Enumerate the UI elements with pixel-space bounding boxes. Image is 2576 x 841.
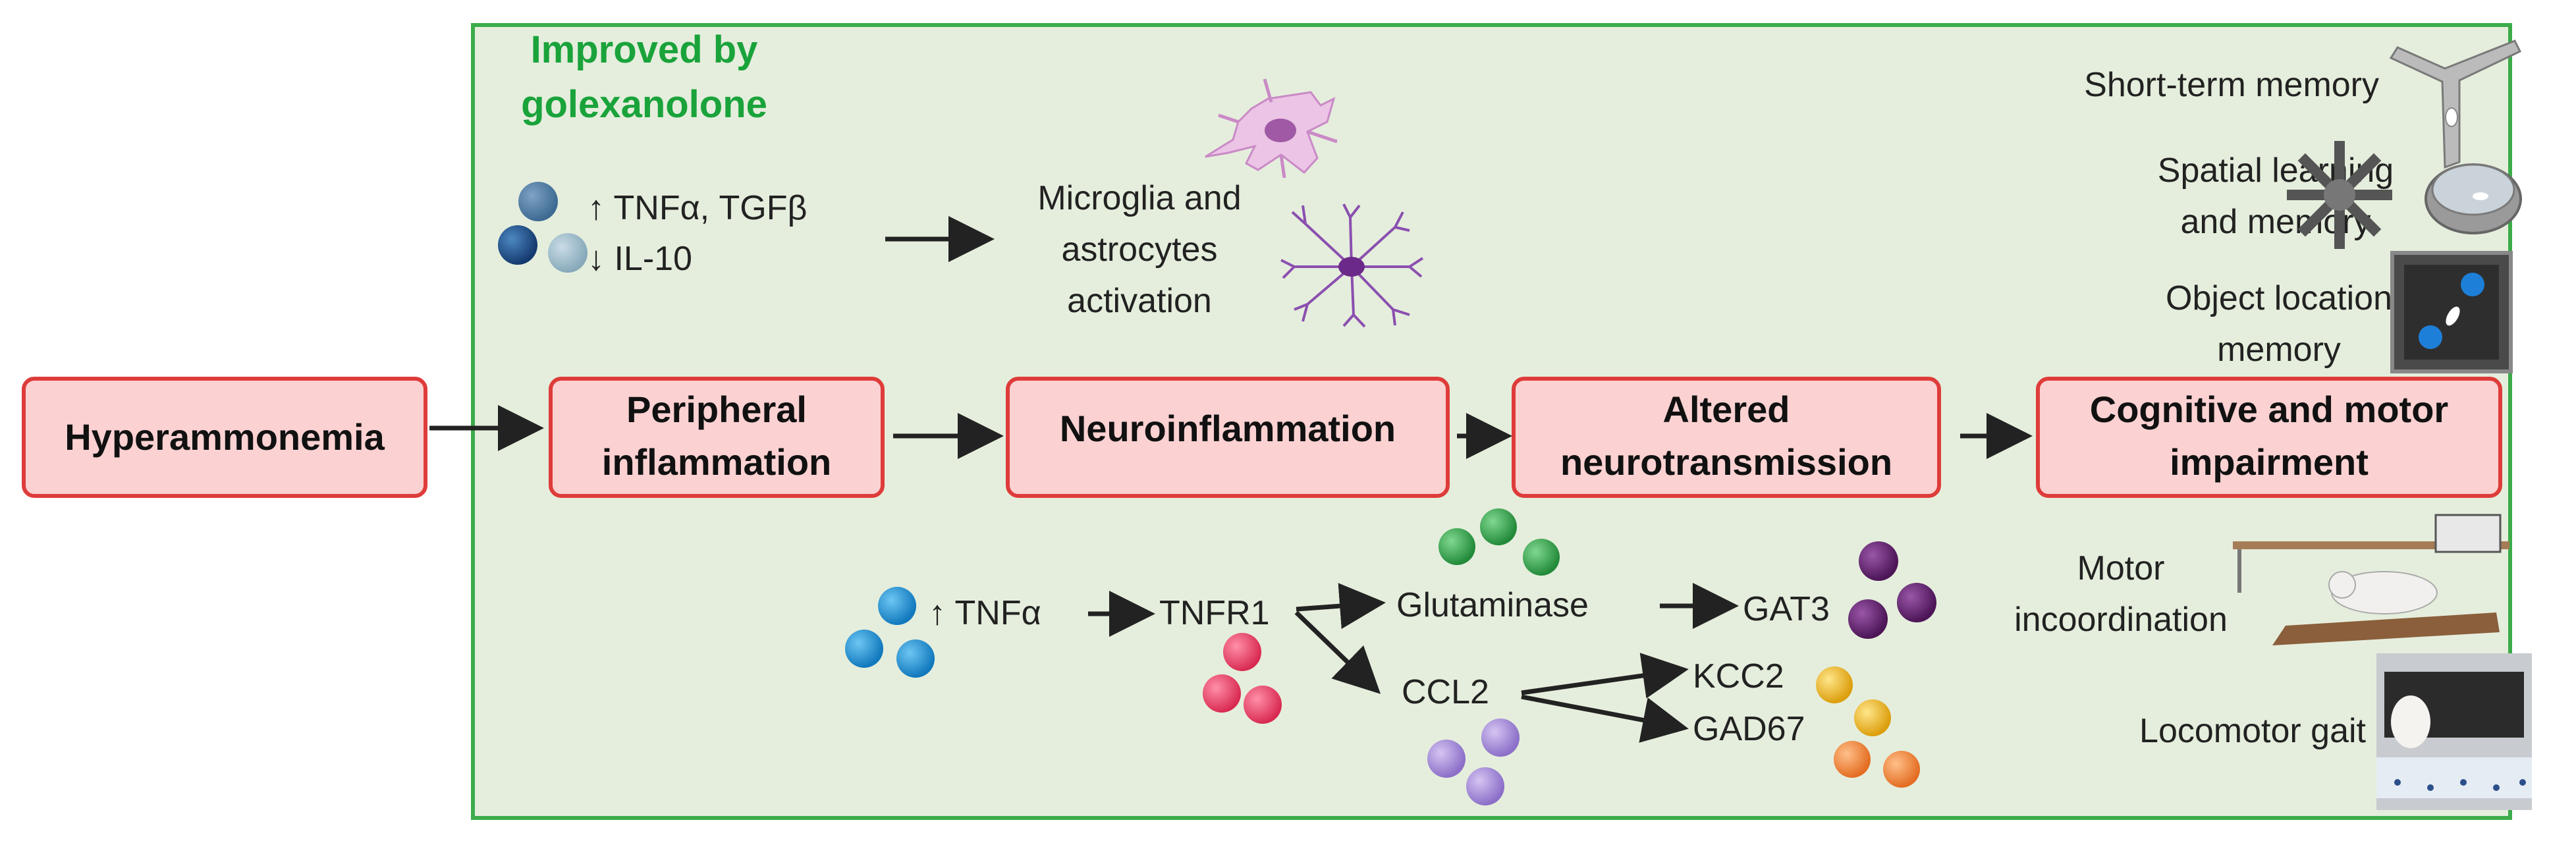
kcc2-gad67-spheres [1816,666,1920,788]
radial-maze-icon [2287,141,2392,249]
panel-header-line2: golexanolone [521,83,767,126]
tnfa-spheres [845,587,935,678]
glutaminase-spheres [1439,508,1560,576]
box-altered-label-line1: Altered [1663,389,1790,430]
box-altered-label-line2: neurotransmission [1560,441,1892,483]
box-peripheral-inflammation: Peripheral inflammation [549,377,885,498]
arrow-tnfr1-to-ccl2 [1294,610,1381,694]
tnfa-label: ↑ TNFα [929,594,1041,632]
gat3-spheres [1848,541,1936,639]
ccl2-spheres [1427,719,1520,805]
box-cognitive-motor-impairment: Cognitive and motor impairment [2036,377,2502,498]
gad67-label: GAD67 [1693,710,1805,748]
kcc2-label: KCC2 [1693,657,1784,695]
y-maze-icon [2389,40,2522,169]
outcome-motor-line2: incoordination [2014,601,2228,639]
arrows-ccl2-branch [1521,653,1689,743]
top-cytokine-spheres [498,182,588,273]
box-cognitive-label-line2: impairment [2170,441,2369,483]
arrow-ccl2-to-kcc2 [1521,653,1689,699]
open-field-icon [2390,251,2513,373]
box-neuroinflammation: Neuroinflammation [1006,377,1450,498]
cytokines-up-label: ↑ TNFα, TGFβ [588,189,807,227]
panel-header-line1: Improved by [531,28,758,71]
gait-apparatus-icon [2376,653,2532,810]
box-hyperammonemia-label: Hyperammonemia [65,416,385,458]
arrow-tnfr1-to-glutaminase [1296,583,1386,630]
activation-label-line2: astrocytes [1062,231,1218,269]
activation-label-line1: Microglia and [1037,179,1241,217]
cytokines-down-label: ↓ IL-10 [588,240,692,278]
outcome-short-term-memory: Short-term memory [2084,66,2379,104]
box-neuroinflammation-label: Neuroinflammation [1060,408,1396,449]
tnfr1-spheres [1203,633,1282,724]
main-arrows [429,405,2033,459]
outcome-object-location-line1: Object location [2166,279,2392,317]
box-altered-neurotransmission: Altered neurotransmission [1512,377,1941,498]
beam-walking-icon [2233,514,2509,645]
microglia-icon [1205,78,1338,178]
box-peripheral-label-line1: Peripheral [626,389,807,430]
box-cognitive-label-line1: Cognitive and motor [2090,389,2448,430]
astrocyte-icon [1280,203,1424,328]
water-maze-icon [2425,163,2522,234]
ccl2-label: CCL2 [1402,673,1489,711]
activation-label-line3: activation [1067,282,1212,320]
arrow-ccl2-to-gad67 [1521,694,1689,743]
box-peripheral-label-line2: inflammation [602,441,831,483]
tnfr1-label: TNFR1 [1159,594,1270,632]
outcome-motor-line1: Motor [2077,549,2165,587]
box-hyperammonemia: Hyperammonemia [22,377,427,498]
glutaminase-label: Glutaminase [1396,586,1589,624]
outcome-locomotor-gait: Locomotor gait [2139,712,2367,750]
gat3-label: GAT3 [1743,590,1830,628]
outcome-object-location-line2: memory [2217,331,2341,369]
arrows-tnfr1-branch [1294,583,1386,694]
